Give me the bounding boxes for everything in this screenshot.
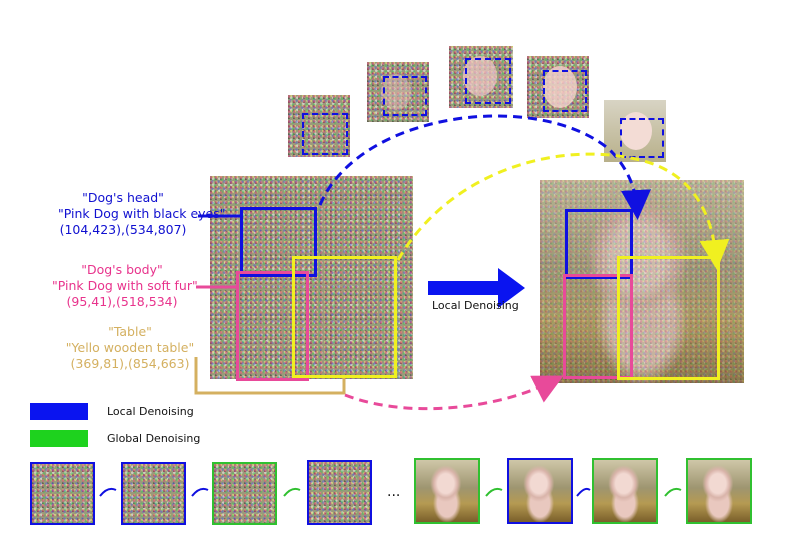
region-box-head [240,207,317,277]
prompt-head: "Dog's head" "Pink Dog with black eyes" … [58,190,226,238]
crop-thumb-1 [288,95,350,157]
step-thumb-6 [507,458,573,524]
prompt-table-coords: (369,81),(854,663) [70,356,190,371]
curved-arrow-icon [99,487,682,497]
crop-thumb-3 [449,46,513,108]
legend-label-global: Global Denoising [107,432,201,445]
region-box-table [292,256,397,378]
crop-thumb-4 [527,56,589,118]
pink-dashed-arc [344,375,564,411]
curved-arrow-icon-1 [99,487,117,497]
region-box-body [236,271,309,381]
step-thumb-4 [307,460,372,525]
prompt-body-desc: "Pink Dog with soft fur" [52,278,198,293]
curved-arrow-icon-4 [485,487,503,497]
faint-dog-3 [463,56,497,96]
crop-box-5 [620,118,664,158]
prompt-body-coords: (95,41),(518,534) [66,294,178,309]
process-arrow-icon [428,268,525,308]
leader-table [194,357,346,395]
curved-arrow-icon-2 [191,487,209,497]
crop-box-4 [543,70,587,112]
crop-box-2 [383,76,427,116]
prompt-head-coords: (104,423),(534,807) [59,222,187,237]
prompt-head-name: "Dog's head" [82,190,164,205]
step-thumb-2 [121,462,186,525]
legend-label-local: Local Denoising [107,405,194,418]
curved-arrow-icon-5 [576,487,591,497]
prompt-table-desc: "Yello wooden table" [65,340,195,355]
step-thumb-1 [30,462,95,525]
output-box-table [617,256,720,380]
prompt-table: "Table" "Yello wooden table" (369,81),(8… [60,324,200,372]
legend-swatch-global [30,430,88,447]
legend-swatch-local [30,403,88,420]
crop-thumb-5 [604,100,666,162]
output-box-head [565,209,633,279]
blue-dashed-arc [318,114,651,220]
faint-dog-2 [381,74,411,110]
step-thumb-3 [212,462,277,525]
ellipsis: ... [387,484,401,500]
curved-arrow-icon-3 [283,487,301,497]
yellow-dashed-arc [396,152,730,270]
faint-dog-4 [543,66,577,108]
prompt-body-name: "Dog's body" [81,262,163,277]
output-box-body [563,274,633,379]
arrow-label: Local Denoising [432,299,519,312]
prompt-head-desc: "Pink Dog with black eyes" [58,206,226,221]
prompt-table-name: "Table" [108,324,152,339]
crop-thumb-2 [367,62,429,122]
curved-arrow-icon-6 [664,487,682,497]
step-thumb-7 [592,458,658,524]
crop-box-1 [302,113,348,155]
step-thumb-8 [686,458,752,524]
step-thumb-5 [414,458,480,524]
crop-box-3 [465,58,511,104]
prompt-body: "Dog's body" "Pink Dog with soft fur" (9… [52,262,198,310]
